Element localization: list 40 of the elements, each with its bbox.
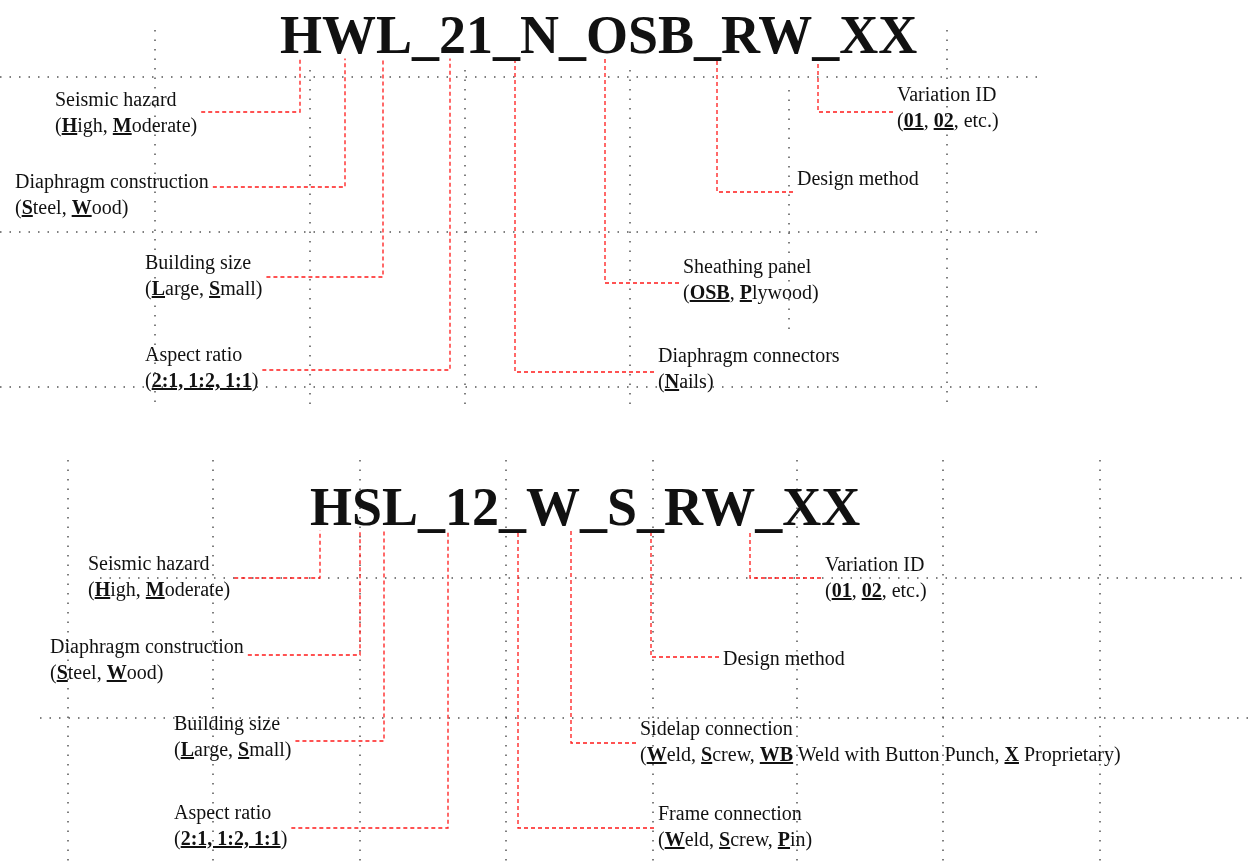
code-options: (Nails) xyxy=(658,368,714,394)
code-options: (Large, Small) xyxy=(174,736,292,762)
code-options: (High, Moderate) xyxy=(55,112,198,138)
leader-line xyxy=(247,529,361,656)
code-text: HSL_12_W_S_RW_XX xyxy=(310,484,861,531)
code-text: HWL_21_N_OSB_RW_XX xyxy=(280,12,918,59)
field-name: Aspect ratio xyxy=(145,342,243,367)
field-name: Aspect ratio xyxy=(174,800,272,825)
field-name: Seismic hazard xyxy=(55,87,177,112)
field-name: Sheathing panel xyxy=(683,254,812,279)
field-name: Design method xyxy=(797,166,919,191)
leader-line xyxy=(294,529,385,742)
code-options: (2:1, 1:2, 1:1) xyxy=(174,825,288,851)
field-name: Diaphragm connectors xyxy=(658,343,840,368)
leader-line xyxy=(233,529,321,579)
field-name: Diaphragm construction xyxy=(50,634,244,659)
field-name: Seismic hazard xyxy=(88,551,210,576)
leader-line xyxy=(261,57,451,371)
code-options: (Steel, Wood) xyxy=(15,194,129,220)
field-name: Sidelap connection xyxy=(640,716,793,741)
field-name: Building size xyxy=(174,711,281,736)
code-options: (Weld, Screw, Pin) xyxy=(658,826,813,852)
code-options: (OSB, Plywood) xyxy=(683,279,819,305)
code-options: (Weld, Screw, WB Weld with Button Punch, X Proprietary) xyxy=(640,741,1121,767)
code-options: (01, 02, etc.) xyxy=(825,577,927,603)
code-options: (Steel, Wood) xyxy=(50,659,164,685)
field-name: Building size xyxy=(145,250,252,275)
code-options: (High, Moderate) xyxy=(88,576,231,602)
field-name: Frame connection xyxy=(658,801,802,826)
code-options: (2:1, 1:2, 1:1) xyxy=(145,367,259,393)
leader-line xyxy=(604,57,680,284)
code-options: (Large, Small) xyxy=(145,275,263,301)
leader-line xyxy=(570,529,637,744)
field-name: Design method xyxy=(723,646,845,671)
leader-line xyxy=(200,57,301,113)
leader-line xyxy=(212,57,346,188)
field-name: Variation ID xyxy=(825,552,925,577)
field-name: Variation ID xyxy=(897,82,997,107)
code-options: (01, 02, etc.) xyxy=(897,107,999,133)
field-name: Diaphragm construction xyxy=(15,169,209,194)
